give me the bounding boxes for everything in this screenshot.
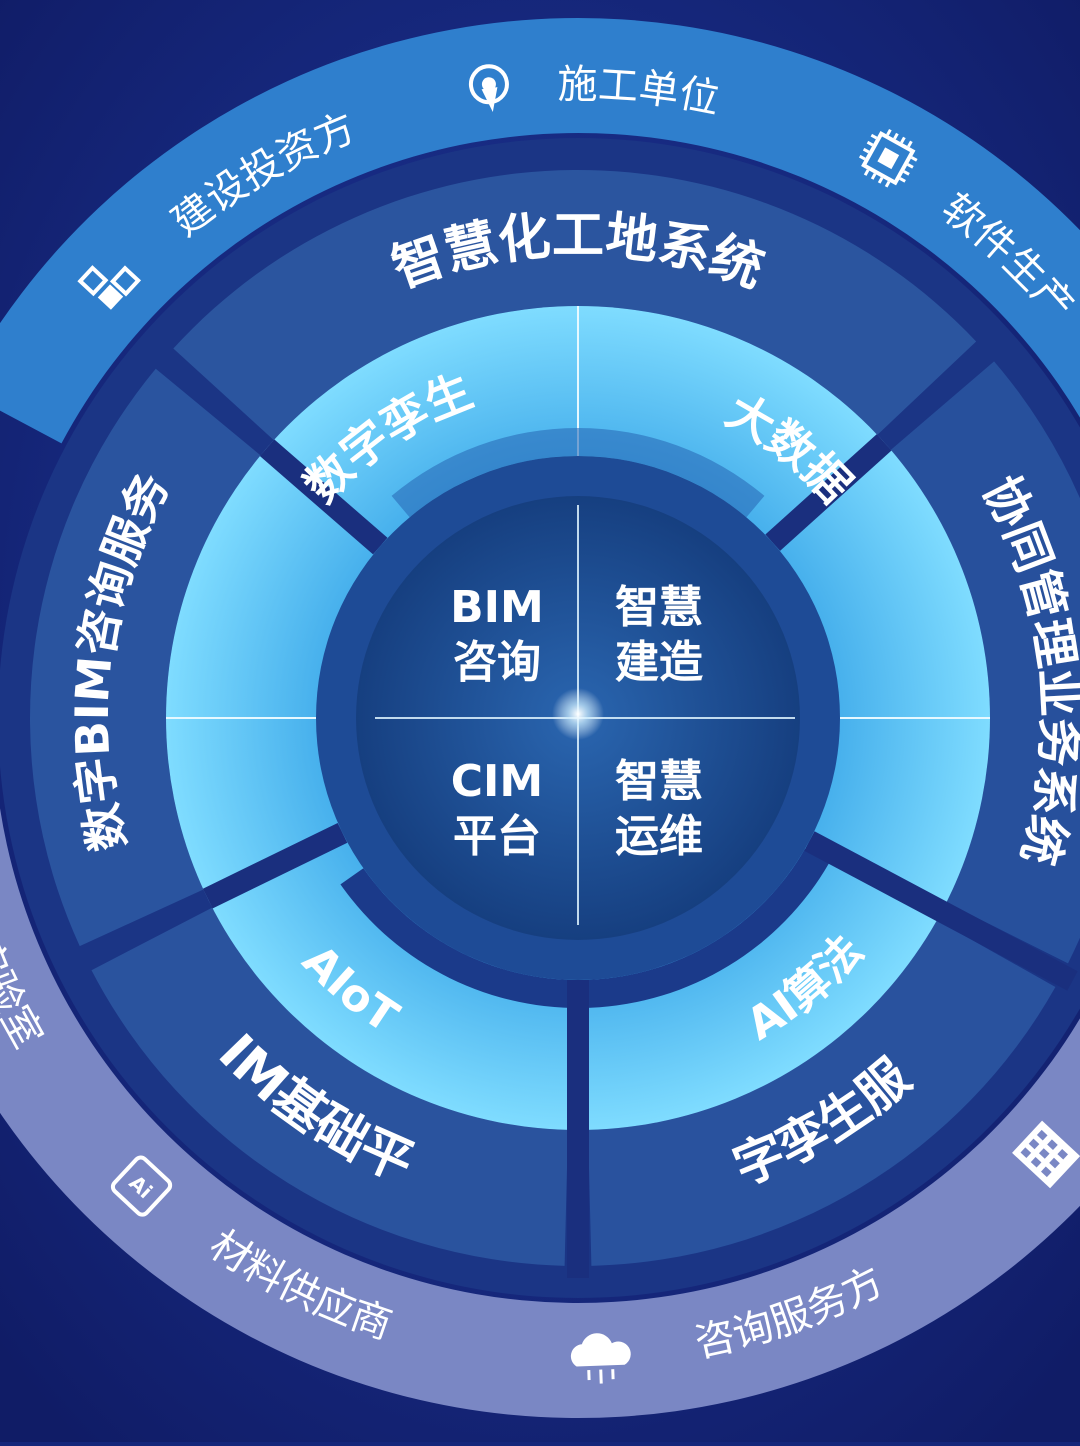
- core-quadrant-line2: 咨询: [453, 637, 541, 688]
- core-quadrant-line1: 智慧: [615, 582, 703, 633]
- middle-ring-segment: [588, 920, 1056, 1266]
- chip-icon: [858, 128, 918, 188]
- core-quadrant-line1: BIM: [450, 582, 544, 633]
- center-glow: [552, 688, 604, 740]
- inner-dark-band: [340, 849, 830, 1008]
- core-quadrant-bim: BIM 咨询: [450, 582, 544, 688]
- signal-tower-icon: [468, 64, 509, 112]
- core-quadrant-cim: CIM 平台: [451, 756, 543, 862]
- middle-ring-segment: [890, 361, 1080, 964]
- section-spoke: [804, 831, 1078, 991]
- middle-ring-segment: [91, 907, 568, 1266]
- outer-arc-top: [0, 18, 1080, 444]
- core-quadrant-line1: 智慧: [615, 756, 703, 807]
- outer-arcs: [0, 18, 1080, 1418]
- core-quadrant-construction: 智慧 建造: [615, 582, 703, 688]
- core-quadrant-line1: CIM: [451, 756, 543, 807]
- building-blocks-icon: [77, 265, 142, 310]
- light-ring-dividers: [166, 306, 1078, 1278]
- core-quadrant-line2: 建造: [615, 637, 703, 688]
- section-spoke: [202, 822, 348, 909]
- core-quadrant-operation: 智慧 运维: [615, 756, 703, 862]
- middle-ring-segment: [29, 368, 261, 947]
- core-quadrant-line2: 平台: [453, 811, 541, 862]
- cloud-icon: [570, 1333, 631, 1384]
- factory-icon: [1012, 1120, 1080, 1189]
- outer-arc-bottom: [0, 807, 1080, 1418]
- core-quadrant-line2: 运维: [615, 811, 703, 862]
- middle-ring-segment: [173, 169, 977, 441]
- section-spoke: [259, 439, 388, 555]
- section-spoke: [765, 434, 892, 551]
- inner-dark-band: [391, 428, 765, 518]
